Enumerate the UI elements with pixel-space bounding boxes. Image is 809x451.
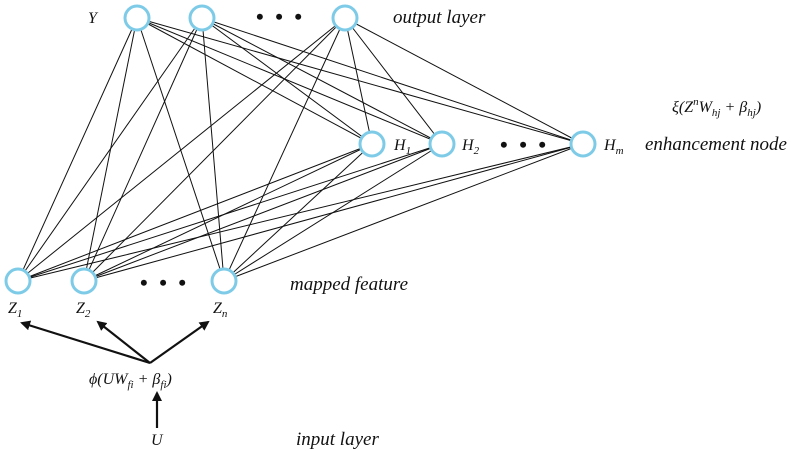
- edge-output-1-mapped-1: [83, 17, 203, 282]
- mapped-node-label-z1: Z1: [8, 300, 22, 320]
- edge-mapped-0-enhancement-2: [17, 143, 584, 282]
- mapped-node-0: [4, 267, 32, 295]
- output-layer-label: output layer: [393, 7, 486, 28]
- edge-mapped-2-enhancement-0: [223, 143, 373, 282]
- mapping-arrows: [20, 320, 210, 428]
- enhancement-node-label-h1: H1: [393, 137, 411, 157]
- edge-output-2-enhancement-1: [344, 17, 443, 145]
- enhancement-node-label-h2: H2: [461, 137, 480, 157]
- enhancement-node-0: [358, 130, 386, 158]
- edge-output-0-enhancement-1: [136, 17, 443, 145]
- edge-output-2-mapped-1: [83, 17, 346, 282]
- mapped-node-label-z2: Z2: [76, 300, 91, 320]
- mapped-feature-label: mapped feature: [290, 274, 408, 295]
- edge-mapped-0-enhancement-0: [17, 143, 373, 282]
- edge-output-2-enhancement-2: [344, 17, 584, 145]
- mapped-node-2: [210, 267, 238, 295]
- mapped-node-1: [70, 267, 98, 295]
- edge-output-0-enhancement-2: [136, 17, 584, 145]
- connection-lines: [17, 17, 584, 282]
- edge-output-2-enhancement-0: [344, 17, 373, 145]
- arrow-to-z1: [20, 320, 151, 365]
- edge-mapped-0-enhancement-1: [17, 143, 443, 282]
- edge-output-2-mapped-0: [17, 17, 346, 282]
- input-layer-label: input layer: [296, 429, 379, 450]
- output-ellipsis: • • •: [256, 4, 305, 29]
- enhancement-node-2: [569, 130, 597, 158]
- edge-output-1-mapped-0: [17, 17, 203, 282]
- edge-output-1-enhancement-0: [201, 17, 373, 145]
- input-node-label-u: U: [151, 432, 164, 449]
- output-node-label-y: Y: [88, 10, 99, 27]
- edge-output-0-mapped-2: [136, 17, 225, 282]
- edge-output-1-enhancement-2: [201, 17, 584, 145]
- edge-mapped-2-enhancement-1: [223, 143, 443, 282]
- enhancement-node-label-hm: Hm: [603, 137, 624, 157]
- edge-output-1-mapped-2: [201, 17, 225, 282]
- output-node-1: [188, 4, 216, 32]
- arrow-to-z2: [96, 320, 151, 364]
- enhancement-formula: ξ(ZnWhj + βhj): [672, 96, 761, 119]
- enhancement-node-label: enhancement node: [645, 134, 787, 155]
- edge-mapped-1-enhancement-1: [83, 143, 443, 282]
- edge-output-0-mapped-0: [17, 17, 138, 282]
- mapped-node-label-zn: Zn: [213, 300, 228, 320]
- arrow-to-zn: [149, 320, 210, 364]
- output-node-2: [331, 4, 359, 32]
- enhancement-ellipsis: • • •: [500, 132, 549, 157]
- mapped-ellipsis: • • •: [140, 270, 189, 295]
- edge-output-0-enhancement-0: [136, 17, 373, 145]
- output-node-0: [123, 4, 151, 32]
- mapped-feature-formula: ϕ(UWfi + βfi): [89, 371, 172, 391]
- enhancement-node-1: [428, 130, 456, 158]
- edge-mapped-2-enhancement-2: [223, 143, 584, 282]
- edge-mapped-1-enhancement-0: [83, 143, 373, 282]
- network-nodes: [4, 4, 597, 295]
- edge-output-1-enhancement-1: [201, 17, 443, 145]
